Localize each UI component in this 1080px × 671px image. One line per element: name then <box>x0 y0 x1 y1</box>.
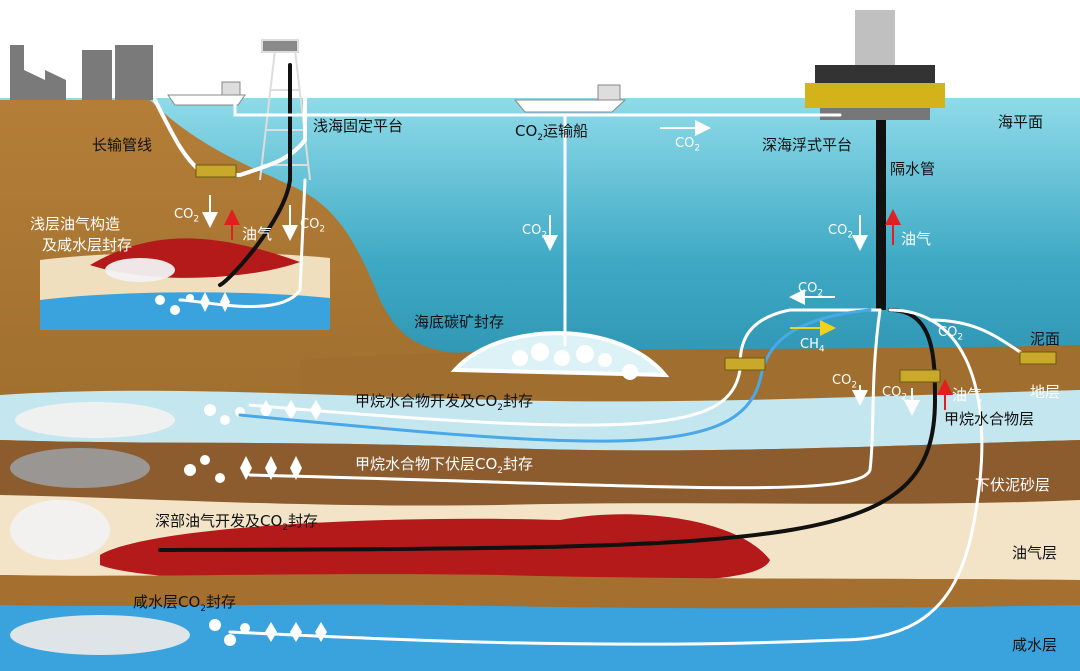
co2-ship-prefix: CO <box>515 122 538 140</box>
hydrate-under-prefix: 甲烷水合物下伏层CO <box>355 455 498 473</box>
ch4-text: CH <box>800 337 819 352</box>
label-shallow-storage-1: 浅层油气构造 <box>30 215 121 233</box>
co2-sub: 2 <box>957 332 964 343</box>
co2-ship-sub: 2 <box>537 133 544 143</box>
label-co2-c: CO2 <box>675 135 700 158</box>
saline-aquifer-band <box>0 604 1080 671</box>
label-co2-e: CO2 <box>828 222 853 245</box>
saline-co2-prefix: 咸水层CO <box>133 593 201 611</box>
label-oil-gas-right: 油气 <box>901 230 932 248</box>
co2-sub: 2 <box>541 230 548 241</box>
label-riser: 隔水管 <box>890 160 936 178</box>
hydrate-under-suffix: 封存 <box>503 455 534 473</box>
cap-rock-band <box>0 574 1080 609</box>
factory-icon <box>10 45 153 100</box>
co2-text: CO <box>675 136 695 151</box>
label-co2-ship: CO2运输船 <box>515 122 588 147</box>
co2-sub: 2 <box>847 230 854 241</box>
label-hydrate-under: 甲烷水合物下伏层CO2封存 <box>355 455 533 480</box>
co2-sub: 2 <box>901 392 908 403</box>
co2-text: CO <box>882 385 902 400</box>
label-saline-layer: 咸水层 <box>1012 636 1058 654</box>
co2-sub: 2 <box>694 143 701 154</box>
co2-text: CO <box>828 223 848 238</box>
label-co2-g: CO2 <box>938 324 963 347</box>
co2-sub: 2 <box>817 288 824 299</box>
deep-oil-suffix: 封存 <box>288 512 319 530</box>
riser-pipe <box>876 120 886 310</box>
hydrate-dev-sub: 2 <box>497 403 504 413</box>
label-sea-level: 海平面 <box>998 113 1044 131</box>
co2-text: CO <box>798 281 818 296</box>
deep-oil-prefix: 深部油气开发及CO <box>155 512 283 530</box>
pipelines <box>153 58 1027 646</box>
sand-layer-band <box>0 440 1080 506</box>
label-long-pipeline: 长输管线 <box>92 136 153 154</box>
label-sand-layer: 下伏泥砂层 <box>975 476 1051 494</box>
co2-sub: 2 <box>851 380 858 391</box>
saline-co2-suffix: 封存 <box>206 593 237 611</box>
mineral-clusters <box>512 343 638 380</box>
label-seabed-mineral: 海底碳矿封存 <box>414 313 505 331</box>
label-ch4: CH4 <box>800 336 825 359</box>
label-co2-d: CO2 <box>522 222 547 245</box>
hydrate-dev-prefix: 甲烷水合物开发及CO <box>355 392 498 410</box>
co2-ship-suffix: 运输船 <box>543 122 589 140</box>
co2-text: CO <box>832 373 852 388</box>
label-mud-surface: 泥面 <box>1030 330 1061 348</box>
co2-sub: 2 <box>319 224 326 235</box>
label-hydrate-layer: 甲烷水合物层 <box>944 410 1035 428</box>
label-stratum: 地层 <box>1030 383 1061 401</box>
label-saline-co2: 咸水层CO2封存 <box>133 593 236 618</box>
deep-oil-sub: 2 <box>282 523 289 533</box>
hydrate-layer-band <box>0 390 1080 451</box>
label-oil-gas-left: 油气 <box>242 225 273 243</box>
floating-platform-icon <box>805 10 945 120</box>
label-co2-f: CO2 <box>798 280 823 303</box>
co2-text: CO <box>174 207 194 222</box>
co2-text: CO <box>300 217 320 232</box>
hydrate-under-sub: 2 <box>497 466 504 476</box>
co2-sub: 2 <box>193 214 200 225</box>
label-shallow-storage-2: 及咸水层封存 <box>42 236 133 254</box>
co2-text: CO <box>938 325 958 340</box>
shallow-saline <box>40 292 330 330</box>
hydrate-dev-suffix: 封存 <box>503 392 534 410</box>
co2-text: CO <box>522 223 542 238</box>
label-co2-h: CO2 <box>832 372 857 395</box>
flow-arrows <box>202 120 953 416</box>
wellhead-icons <box>195 164 1057 383</box>
label-co2-a: CO2 <box>174 206 199 229</box>
label-oil-gas-seafloor: 油气 <box>952 386 983 404</box>
ch4-sub: 4 <box>818 344 825 355</box>
storage-clouds <box>10 258 190 655</box>
label-deep-oil: 深部油气开发及CO2封存 <box>155 512 318 537</box>
saline-co2-sub: 2 <box>200 604 207 614</box>
ship-icon-left <box>167 81 246 106</box>
co2-ship-icon <box>513 84 627 113</box>
label-shallow-fixed-platform: 浅海固定平台 <box>313 117 404 135</box>
label-co2-b: CO2 <box>300 216 325 239</box>
label-hydrate-dev: 甲烷水合物开发及CO2封存 <box>355 392 533 417</box>
label-co2-i: CO2 <box>882 384 907 407</box>
injection-bubbles <box>155 294 250 646</box>
label-oil-gas-layer: 油气层 <box>1012 544 1058 562</box>
label-deep-floating-platform: 深海浮式平台 <box>762 136 853 154</box>
